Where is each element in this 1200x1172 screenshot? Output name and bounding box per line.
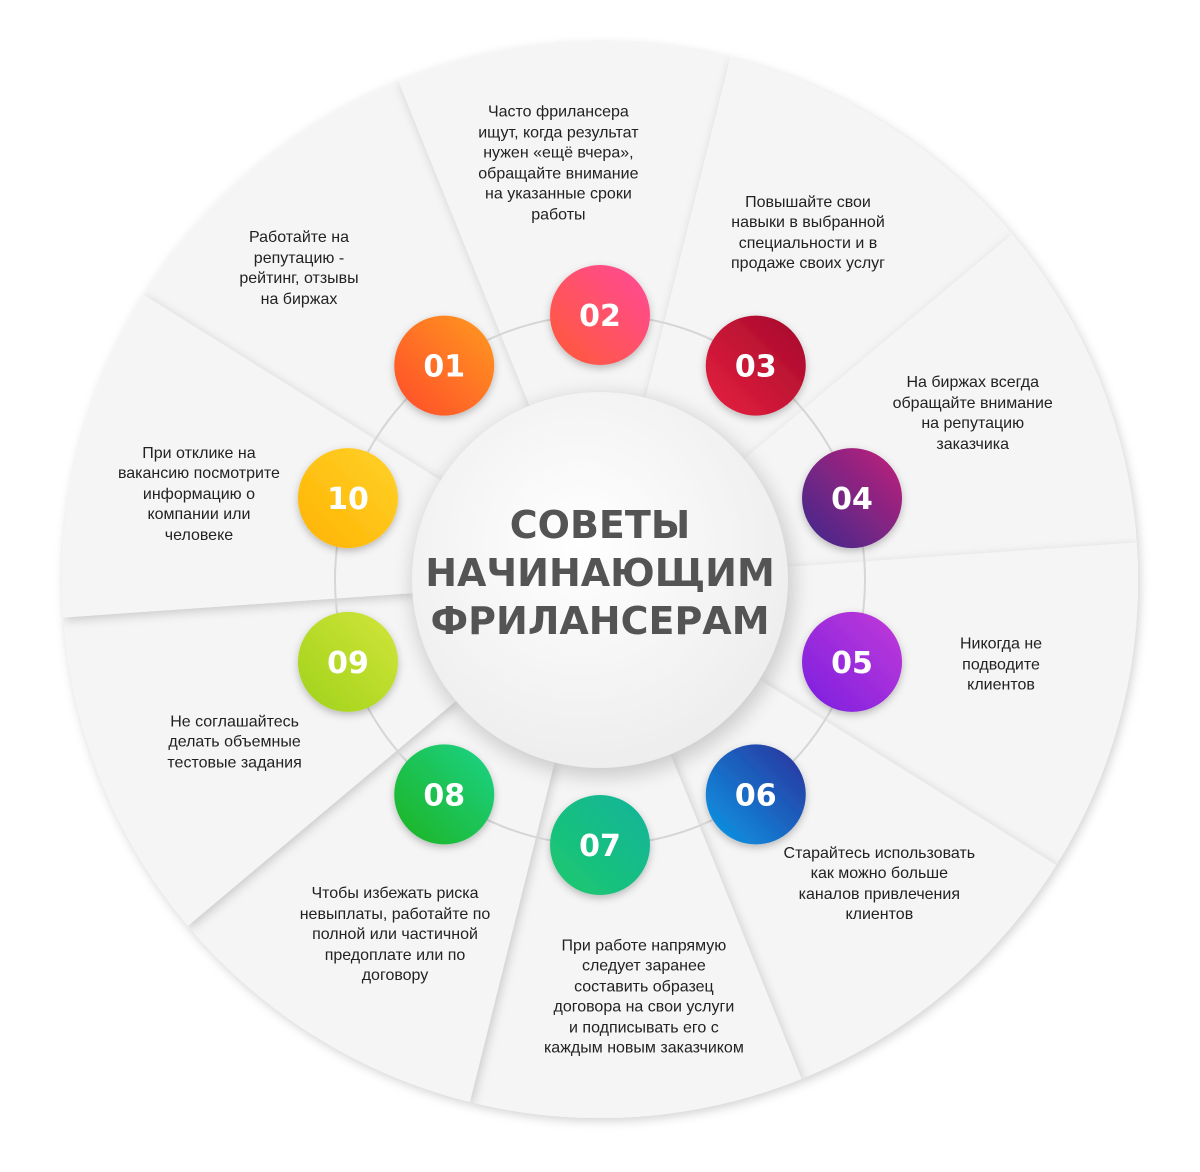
badge-circle [297,448,398,549]
title-line-2: НАЧИНАЮЩИМ [425,551,775,595]
tip-text-04: На биржах всегда обращайте внимание на р… [892,374,1053,453]
badge-04: 04 [802,448,903,549]
tip-text-10: При отклике на вакансию посмотрите инфор… [117,444,280,544]
badge-circle [394,315,495,416]
badge-circle [705,744,806,845]
badge-07: 07 [550,795,650,895]
badge-06: 06 [705,744,806,845]
badge-09: 09 [297,611,398,712]
badge-02: 02 [550,265,650,365]
tip-text-07: При работе напрямую следует заранее сост… [543,937,744,1057]
badge-number: 06 [735,778,777,813]
tip-text-06: Старайтесь использовать как можно больше… [783,844,976,924]
badge-circle [802,448,903,549]
title-line-1: СОВЕТЫ [510,503,690,547]
badge-circle [550,795,650,895]
badge-10: 10 [297,448,398,549]
badge-01: 01 [394,315,495,416]
badge-number: 03 [735,350,777,385]
badge-number: 09 [327,646,369,681]
tip-text-08: Чтобы избежать риска невыплаты, работайт… [299,884,491,984]
badge-circle [297,611,398,712]
badge-circle [394,744,495,845]
badge-number: 08 [423,778,465,813]
tip-text-03: Повышайте свои навыки в выбранной специа… [731,193,885,273]
badge-number: 04 [831,482,873,517]
tip-text-05: Никогда не подводите клиентов [959,635,1043,694]
tip-text-09: Не соглашайтесь делать объемные тестовые… [167,712,302,771]
badge-03: 03 [705,315,806,416]
badge-circle [705,315,806,416]
center-disc [412,392,788,768]
badge-08: 08 [394,744,495,845]
tip-text-01: Работайте на репутацию - рейтинг, отзывы… [239,229,359,308]
badge-number: 07 [579,829,621,864]
badge-number: 10 [327,482,369,517]
badge-number: 05 [831,646,873,681]
badge-circle [802,611,903,712]
title-line-3: ФРИЛАНСЕРАМ [430,599,769,643]
badge-circle [550,265,650,365]
badge-05: 05 [802,611,903,712]
tip-text-02: Часто фрилансера ищут, когда результат н… [478,103,639,224]
badge-number: 02 [579,299,621,334]
badge-number: 01 [423,350,465,385]
